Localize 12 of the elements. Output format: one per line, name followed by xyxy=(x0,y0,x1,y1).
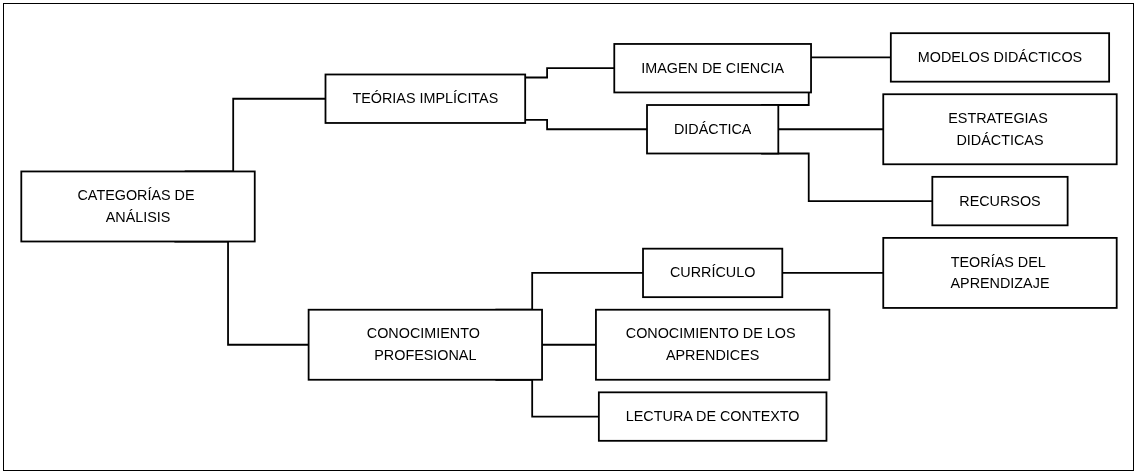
node-box: RECURSOS xyxy=(930,175,1069,227)
node-box: TEÓRIAS IMPLÍCITAS xyxy=(324,73,526,124)
node-box: CURRÍCULO xyxy=(641,247,783,299)
node-box: MODELOS DIDÁCTICOS xyxy=(889,32,1110,83)
node-box: TEORÍAS DEL APRENDIZAJE xyxy=(881,237,1118,309)
node-box: ESTRATEGIAS DIDÁCTICAS xyxy=(881,93,1118,166)
node-box: CATEGORÍAS DE ANÁLISIS xyxy=(19,170,256,243)
node-box: CONOCIMIENTO PROFESIONAL xyxy=(307,308,543,381)
node-box: CONOCIMIENTO DE LOS APRENDICES xyxy=(594,308,830,381)
node-box: LECTURA DE CONTEXTO xyxy=(597,391,827,442)
node-box: IMAGEN DE CIENCIA xyxy=(612,43,812,94)
node-box: DIDÁCTICA xyxy=(645,104,779,155)
